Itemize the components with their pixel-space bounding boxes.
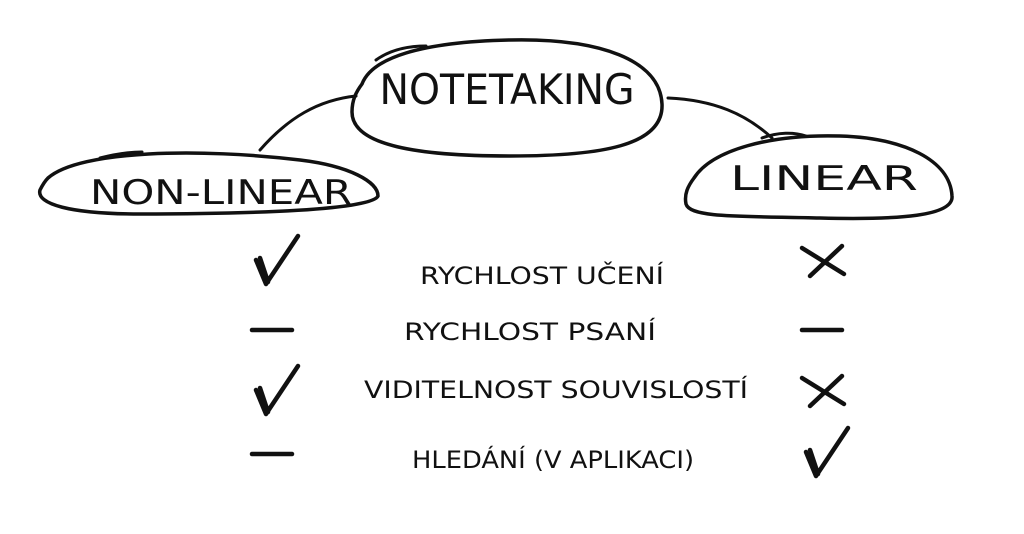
connector-root-left [258,94,358,152]
left-branch-node: NON-LINEAR [38,150,380,216]
connector-root-right [666,96,774,140]
left-branch-overstroke [98,150,144,160]
root-node: NOTETAKING [350,38,664,158]
criterion-label-2: RYCHLOST PSANÍ [404,317,656,346]
check-mark-non-linear-row-3 [253,363,301,417]
root-node-label: NOTETAKING [380,65,635,114]
cross-mark-linear-row-3 [799,373,847,409]
comparison-marks [249,233,851,479]
criterion-label-4: HLEDÁNÍ (V APLIKACI) [412,445,694,474]
right-branch-node: LINEAR [683,131,954,221]
criterion-label-3: VIDITELNOST SOUVISLOSTÍ [364,375,748,404]
left-branch-label: NON-LINEAR [90,173,352,213]
left-branch-outline [38,151,380,216]
check-mark-non-linear-row-1 [253,233,301,287]
criterion-label-1: RYCHLOST UČENÍ [420,260,664,290]
root-node-overstroke [374,44,428,62]
right-branch-overstroke [760,131,808,140]
root-node-outline [350,38,664,158]
right-branch-label: LINEAR [730,159,918,199]
cross-mark-linear-row-1 [799,243,847,279]
check-mark-linear-row-4 [803,425,851,479]
